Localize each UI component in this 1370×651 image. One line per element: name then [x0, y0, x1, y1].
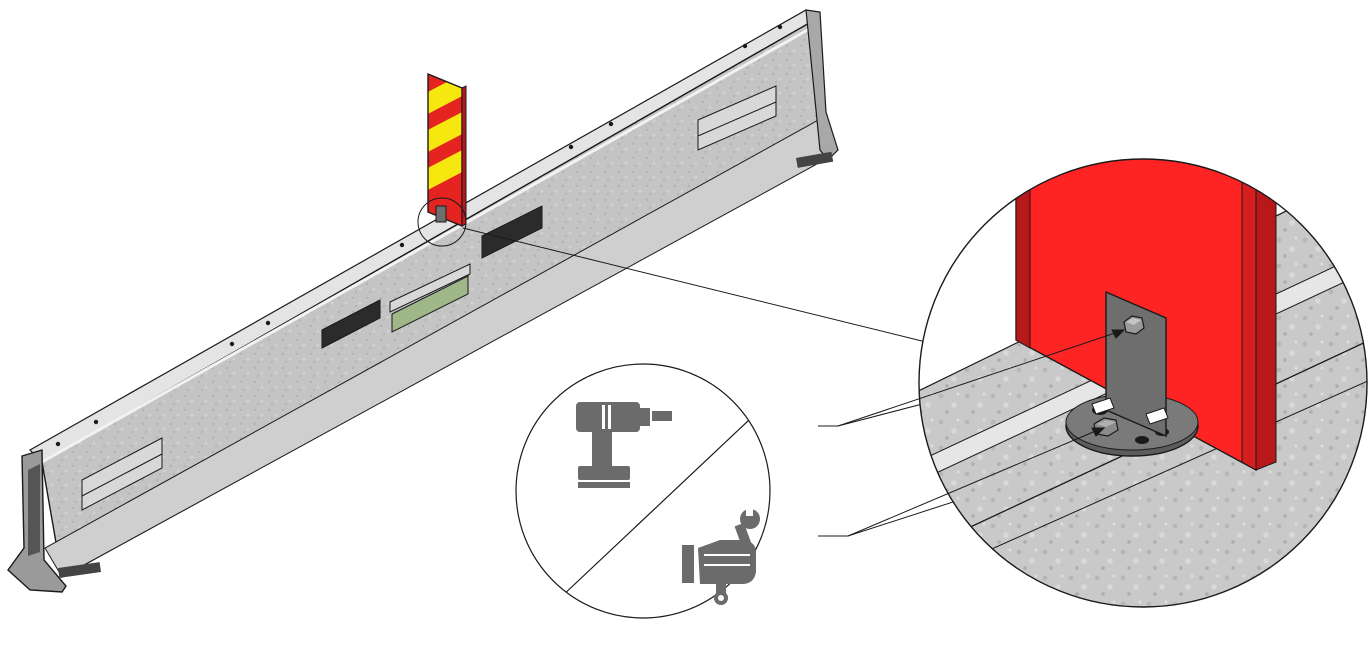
barrier-dark-slots	[321, 205, 543, 349]
barrier-slots	[81, 85, 777, 511]
concrete-barrier	[7, 9, 839, 593]
zoom-bracket-nut	[1123, 315, 1145, 335]
hand-wrench-icon	[682, 506, 760, 605]
tools-detail-circle	[515, 363, 771, 619]
barrier-top-holes	[55, 24, 783, 447]
cordless-drill-icon	[576, 402, 672, 488]
fastener-arrows	[837, 329, 1126, 537]
barrier-right-end	[805, 9, 839, 161]
zoom-mounting-bracket	[1105, 290, 1167, 438]
delineator-panel	[427, 72, 467, 228]
zoom-detail-circle	[918, 158, 1368, 608]
detail-callout-circle	[417, 197, 467, 247]
barrier-label-plate	[391, 275, 469, 333]
